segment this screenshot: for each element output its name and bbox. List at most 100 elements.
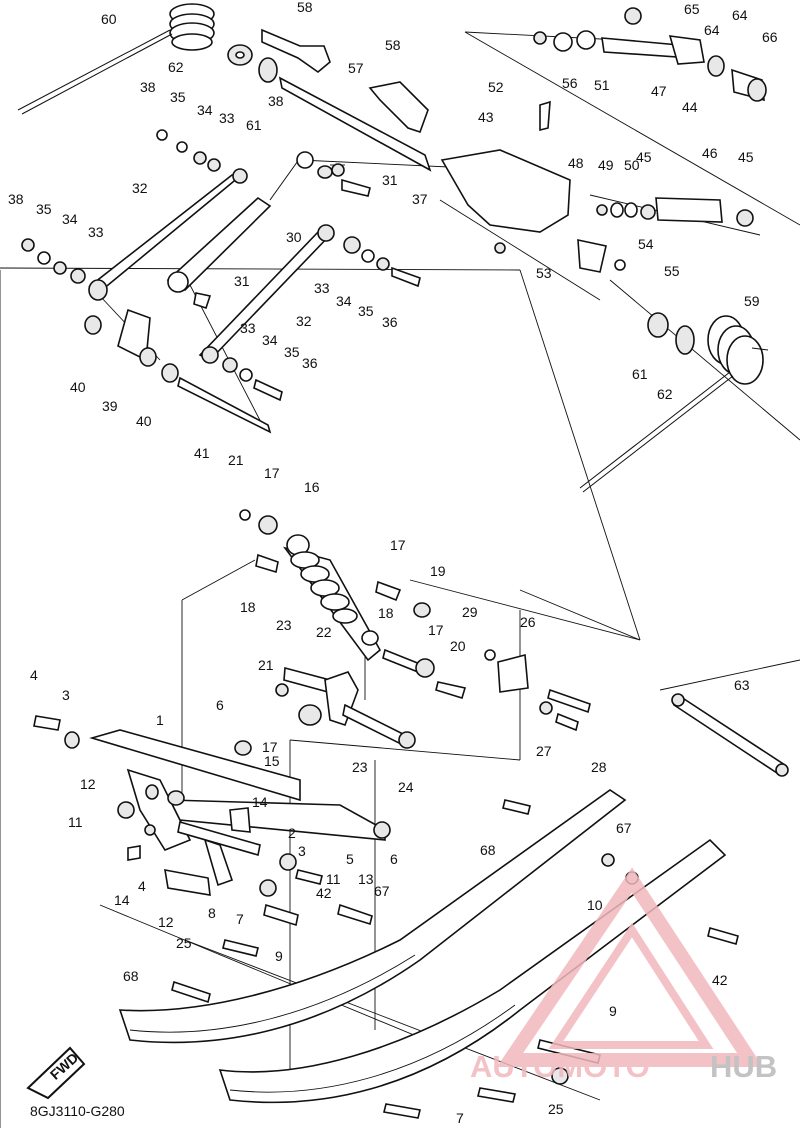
- part-label: 59: [744, 293, 760, 309]
- part-label: 40: [70, 379, 86, 395]
- part-label: 30: [286, 229, 302, 245]
- part-label: 55: [664, 263, 680, 279]
- part-label: 33: [240, 320, 256, 336]
- part-label: 34: [62, 211, 78, 227]
- part-label: 52: [488, 79, 504, 95]
- part-label: 3: [62, 687, 70, 703]
- part-label: 31: [382, 172, 398, 188]
- part-label: 38: [268, 93, 284, 109]
- part-label: 6: [216, 697, 224, 713]
- part-label: 60: [101, 11, 117, 27]
- part-label: 44: [682, 99, 698, 115]
- part-label: 27: [536, 743, 552, 759]
- part-label: 36: [382, 314, 398, 330]
- part-label: 9: [609, 1003, 617, 1019]
- part-label: 34: [262, 332, 278, 348]
- part-label: 28: [591, 759, 607, 775]
- part-label: 65: [684, 1, 700, 17]
- torsion-spring-left: [17, 3, 215, 115]
- part-label: 54: [638, 236, 654, 252]
- part-label: 32: [296, 313, 312, 329]
- part-label: 24: [398, 779, 414, 795]
- part-label: 35: [358, 303, 374, 319]
- part-label: 21: [228, 452, 244, 468]
- part-label: 61: [632, 366, 648, 382]
- part-label: 3: [298, 843, 306, 859]
- part-label: 67: [616, 820, 632, 836]
- part-label: 23: [276, 617, 292, 633]
- part-label: 1: [156, 712, 164, 728]
- part-label: 5: [346, 851, 354, 867]
- part-label: 64: [732, 7, 748, 23]
- part-label: 13: [358, 871, 374, 887]
- part-label: 7: [236, 911, 244, 927]
- watermark-text-2: HUB: [710, 1049, 777, 1084]
- part-label: 38: [8, 191, 24, 207]
- part-label: 36: [302, 355, 318, 371]
- front-arm: [33, 693, 789, 1004]
- part-label: 37: [412, 191, 428, 207]
- part-label: 18: [240, 599, 256, 615]
- part-label: 68: [480, 842, 496, 858]
- part-label: 51: [594, 77, 610, 93]
- part-label: 23: [352, 759, 368, 775]
- part-label: 58: [297, 0, 313, 15]
- watermark-text-1: AUTOMOTO: [470, 1049, 650, 1084]
- part-label: 40: [136, 413, 152, 429]
- part-label: 29: [462, 604, 478, 620]
- part-label: 35: [170, 89, 186, 105]
- part-label: 25: [548, 1101, 564, 1117]
- part-label: 34: [336, 293, 352, 309]
- part-label: 58: [385, 37, 401, 53]
- part-label: 34: [197, 102, 213, 118]
- part-label: 16: [304, 479, 320, 495]
- part-label: 18: [378, 605, 394, 621]
- part-label: 6: [390, 851, 398, 867]
- part-label: 12: [80, 776, 96, 792]
- part-label: 22: [316, 624, 332, 640]
- part-label: 31: [234, 273, 250, 289]
- part-label: 68: [123, 968, 139, 984]
- part-label: 42: [316, 885, 332, 901]
- part-label: 11: [68, 814, 83, 830]
- part-label: 62: [657, 386, 673, 402]
- part-label: 61: [246, 117, 262, 133]
- part-label: 17: [262, 739, 278, 755]
- part-label: 33: [219, 110, 235, 126]
- part-label: 4: [30, 667, 38, 683]
- upper-parts: [227, 7, 767, 172]
- part-label: 66: [762, 29, 778, 45]
- part-label: 4: [138, 878, 146, 894]
- part-label: 47: [651, 83, 667, 99]
- part-label: 14: [114, 892, 130, 908]
- part-label: 50: [624, 157, 640, 173]
- fwd-arrow: FWD: [26, 1046, 86, 1100]
- shock-absorber: [234, 509, 591, 756]
- part-label: 39: [102, 398, 118, 414]
- watermark: AUTOMOTO HUB: [470, 867, 777, 1084]
- part-label: 32: [132, 180, 148, 196]
- part-label: 14: [252, 794, 268, 810]
- part-label: 45: [636, 149, 652, 165]
- part-label: 21: [258, 657, 274, 673]
- part-label: 63: [734, 677, 750, 693]
- part-label: 38: [140, 79, 156, 95]
- part-label: 11: [326, 871, 341, 887]
- part-label: 67: [374, 883, 390, 899]
- part-label: 8: [208, 905, 216, 921]
- part-label: 42: [712, 972, 728, 988]
- part-label: 17: [390, 537, 406, 553]
- diagram-code: 8GJ3110-G280: [30, 1103, 125, 1119]
- torsion-spring-right: [579, 315, 769, 493]
- part-label: 10: [587, 897, 603, 913]
- part-label: 62: [168, 59, 184, 75]
- part-label: 33: [314, 280, 330, 296]
- rear-arm-assembly: [21, 100, 754, 434]
- part-label: 43: [478, 109, 494, 125]
- part-label: 9: [275, 948, 283, 964]
- part-label: 45: [738, 149, 754, 165]
- part-label: 48: [568, 155, 584, 171]
- part-label: 2: [288, 825, 296, 841]
- part-label: 35: [36, 201, 52, 217]
